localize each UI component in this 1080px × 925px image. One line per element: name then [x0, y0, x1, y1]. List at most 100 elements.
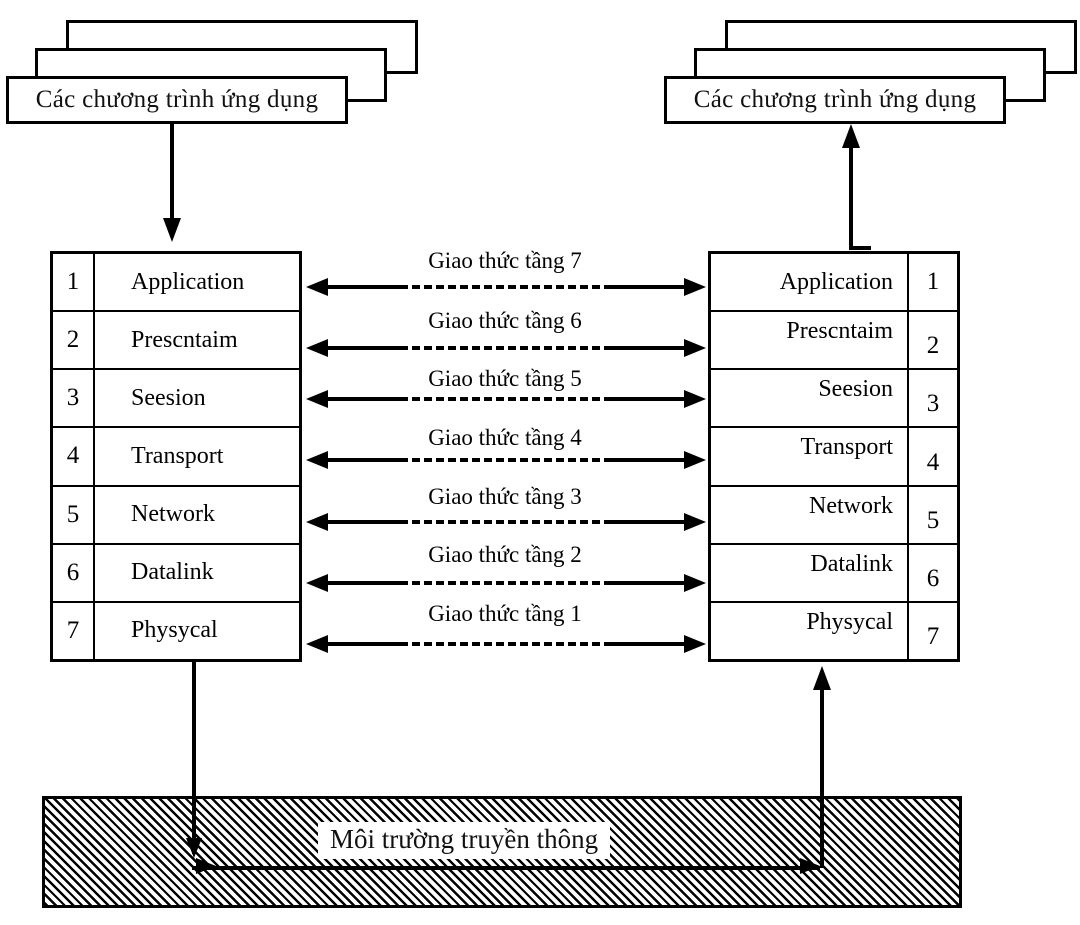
- left-layer-row[interactable]: 3 Seesion: [53, 370, 299, 429]
- protocol-arrowhead-right-3: [684, 513, 706, 531]
- protocol-line-dashed-7: [400, 285, 612, 289]
- protocol-line-solid-right-6: [612, 346, 684, 350]
- left-layer-name: Physycal: [131, 617, 218, 644]
- protocol-arrowhead-right-1: [684, 635, 706, 653]
- right-layer-row[interactable]: 2 Prescntaim: [711, 312, 957, 371]
- left-layer-row[interactable]: 4 Transport: [53, 428, 299, 487]
- left-medium-connector-arrowhead: [186, 838, 202, 858]
- protocol-arrowhead-left-7: [306, 278, 328, 296]
- protocol-arrowhead-left-6: [306, 339, 328, 357]
- protocol-label-3: Giao thức tầng 3: [428, 484, 582, 509]
- protocol-line-dashed-5: [400, 397, 612, 401]
- protocol-line-solid-right-1: [612, 642, 684, 646]
- left-layer-number: 7: [53, 602, 95, 659]
- protocol-line-dashed-6: [400, 346, 612, 350]
- protocol-line-solid-right-4: [612, 458, 684, 462]
- left-layer-number: 3: [53, 370, 95, 427]
- protocol-arrowhead-left-2: [306, 574, 328, 592]
- left-layer-row[interactable]: 2 Prescntaim: [53, 312, 299, 371]
- protocol-label-6: Giao thức tầng 6: [428, 308, 582, 333]
- left-app-program-box-front[interactable]: Các chương trình ứng dụng: [6, 76, 348, 124]
- protocol-line-solid-left-5: [328, 397, 400, 401]
- right-app-program-label: Các chương trình ứng dụng: [693, 86, 977, 113]
- right-layer-row[interactable]: 6 Datalink: [711, 544, 957, 603]
- protocol-label-7: Giao thức tầng 7: [428, 248, 582, 273]
- protocol-line-solid-left-7: [328, 285, 400, 289]
- right-layer-row[interactable]: 7 Physycal: [711, 602, 957, 659]
- right-layer-number: 2: [907, 312, 957, 369]
- left-osi-stack: 1 Application 2 Prescntaim 3 Seesion 4 T…: [50, 251, 302, 662]
- protocol-line-solid-left-2: [328, 581, 400, 585]
- protocol-line-solid-left-6: [328, 346, 400, 350]
- right-medium-connector-arrowhead: [813, 666, 831, 690]
- left-layer-row[interactable]: 6 Datalink: [53, 544, 299, 603]
- right-layer-name: Application: [779, 268, 893, 295]
- left-layer-name: Prescntaim: [131, 326, 238, 353]
- right-layer-name: Transport: [800, 434, 893, 461]
- right-layer-name: Physycal: [806, 608, 893, 635]
- protocol-arrowhead-left-3: [306, 513, 328, 531]
- left-app-connector-line: [170, 124, 174, 224]
- left-layer-row[interactable]: 5 Network: [53, 486, 299, 545]
- left-app-connector-arrowhead: [163, 218, 181, 242]
- right-osi-stack: 1 Application 2 Prescntaim 3 Seesion 4 T…: [708, 251, 960, 662]
- right-layer-number: 4: [907, 428, 957, 485]
- protocol-arrowhead-left-1: [306, 635, 328, 653]
- right-app-program-box-front[interactable]: Các chương trình ứng dụng: [664, 76, 1006, 124]
- left-layer-number: 2: [53, 312, 95, 369]
- left-layer-number: 5: [53, 486, 95, 543]
- right-layer-number: 7: [907, 602, 957, 659]
- right-layer-number: 3: [907, 370, 957, 427]
- right-layer-number: 6: [907, 544, 957, 601]
- protocol-line-solid-right-2: [612, 581, 684, 585]
- left-layer-row[interactable]: 7 Physycal: [53, 602, 299, 659]
- medium-transfer-arrowhead-start: [196, 858, 216, 874]
- left-layer-number: 4: [53, 428, 95, 485]
- left-layer-row[interactable]: 1 Application: [53, 254, 299, 313]
- right-layer-number: 1: [907, 254, 957, 311]
- protocol-label-2: Giao thức tầng 2: [428, 542, 582, 567]
- medium-transfer-arrowhead-end: [800, 858, 820, 874]
- protocol-arrowhead-right-6: [684, 339, 706, 357]
- left-layer-number: 6: [53, 544, 95, 601]
- right-app-connector-line: [849, 132, 853, 248]
- left-layer-name: Network: [131, 501, 215, 528]
- protocol-line-dashed-2: [400, 581, 612, 585]
- right-layer-name: Seesion: [818, 376, 893, 403]
- protocol-line-solid-left-1: [328, 642, 400, 646]
- protocol-label-4: Giao thức tầng 4: [428, 425, 582, 450]
- right-app-connector-arrowhead: [842, 124, 860, 148]
- protocol-arrowhead-right-5: [684, 390, 706, 408]
- protocol-arrowhead-right-4: [684, 451, 706, 469]
- right-layer-row[interactable]: 4 Transport: [711, 428, 957, 487]
- right-medium-connector-line: [820, 690, 824, 868]
- protocol-line-dashed-1: [400, 642, 612, 646]
- protocol-arrowhead-left-5: [306, 390, 328, 408]
- protocol-arrowhead-right-2: [684, 574, 706, 592]
- protocol-line-solid-left-3: [328, 520, 400, 524]
- right-layer-name: Datalink: [810, 550, 893, 577]
- communication-medium-label: Môi trường truyền thông: [318, 822, 611, 859]
- protocol-line-solid-left-4: [328, 458, 400, 462]
- right-layer-row[interactable]: 3 Seesion: [711, 370, 957, 429]
- left-layer-name: Application: [131, 268, 245, 295]
- protocol-arrowhead-left-4: [306, 451, 328, 469]
- left-layer-number: 1: [53, 254, 95, 311]
- protocol-label-5: Giao thức tầng 5: [428, 366, 582, 391]
- protocol-line-dashed-4: [400, 458, 612, 462]
- protocol-line-dashed-3: [400, 520, 612, 524]
- protocol-line-solid-right-7: [612, 285, 684, 289]
- left-layer-name: Seesion: [131, 384, 206, 411]
- left-app-program-label: Các chương trình ứng dụng: [35, 86, 319, 113]
- right-layer-row[interactable]: 1 Application: [711, 254, 957, 313]
- right-app-connector-elbow: [849, 246, 871, 250]
- left-layer-name: Transport: [131, 442, 224, 469]
- left-layer-name: Datalink: [131, 559, 214, 586]
- right-layer-name: Prescntaim: [786, 318, 893, 345]
- right-layer-row[interactable]: 5 Network: [711, 486, 957, 545]
- protocol-arrowhead-right-7: [684, 278, 706, 296]
- right-layer-name: Network: [809, 492, 893, 519]
- left-medium-connector-line: [192, 662, 196, 854]
- medium-transfer-line: [192, 866, 820, 870]
